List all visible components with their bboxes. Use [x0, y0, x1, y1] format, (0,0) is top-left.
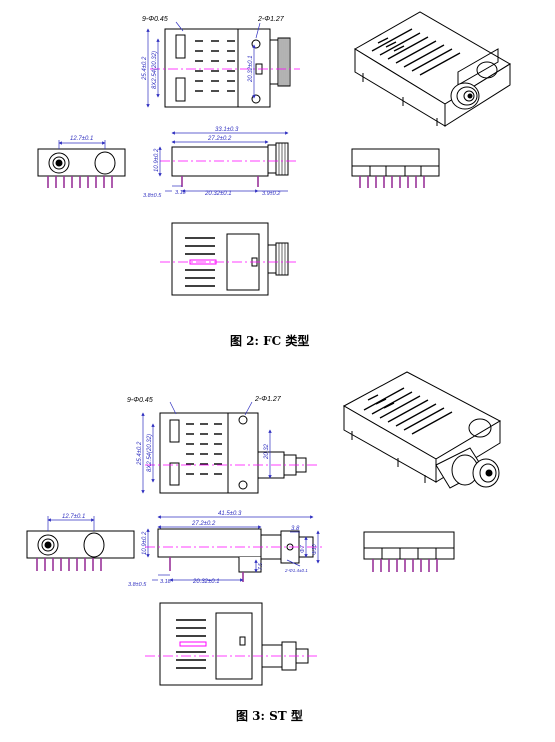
st-side-view	[145, 515, 325, 582]
fc-side-body: 27.2±0.2	[207, 136, 232, 142]
st-side-pin-off: 3.8±0.5	[128, 582, 147, 588]
st-top-dims	[141, 401, 272, 494]
st-rear-view	[363, 531, 455, 572]
fc-side-pin-off: 3.8±0.5	[143, 193, 162, 199]
fc-top-dim-side: 20.32±0.1	[248, 55, 254, 83]
fc-rear-view	[351, 148, 440, 188]
st-top-dim-side: 20.32	[264, 443, 270, 460]
st-side-stub: 7.5	[258, 563, 264, 570]
fc-side-view	[158, 131, 298, 193]
st-holes-label: 9-Φ0.45	[127, 397, 153, 404]
st-top-dim-h2: 8X2.54(20.32)	[147, 434, 153, 472]
st-top-view	[145, 412, 318, 494]
fc-side-height: 10.9±0.2	[154, 148, 160, 172]
st-front-pitch: 12.7±0.1	[62, 514, 85, 520]
fc-top-view	[150, 28, 300, 108]
fc-isometric-view	[354, 11, 511, 127]
fc-bottom-view	[160, 222, 298, 296]
fc-mount-label: 2-Φ1.27	[257, 16, 285, 23]
fc-front-pitch: 12.7±0.1	[70, 136, 93, 142]
fig2-caption: 图 2: FC 类型	[230, 334, 310, 348]
fc-side-pin-span: 20.32±0.1	[204, 191, 232, 197]
st-top-dim-h1: 25.4±0.2	[137, 441, 143, 466]
st-side-d2: Φ10	[312, 543, 318, 555]
fc-top-dims	[146, 21, 261, 108]
fc-side-tail: 3.9±0.2	[262, 191, 280, 197]
st-mount-label: 2-Φ1.27	[254, 396, 282, 403]
st-side-d1: Φ7	[300, 544, 306, 553]
fig3-caption: 图 3: ST 型	[236, 709, 303, 723]
fc-top-dim-h1: 25.4±0.2	[142, 56, 148, 81]
st-front-view	[26, 516, 135, 571]
fc-front-view	[37, 140, 126, 188]
st-side-overall: 41.5±0.3	[218, 511, 242, 517]
st-side-pin-gap: 3.18	[160, 579, 172, 585]
st-bottom-view	[145, 602, 320, 686]
fc-side-pin-gap: 3.18	[175, 190, 187, 196]
fc-top-dim-h2: 8X2.54(20.32)	[152, 51, 158, 89]
st-side-ferrule: 3.8	[291, 526, 300, 532]
st-side-pin-span: 20.32±0.1	[192, 579, 220, 585]
st-side-sm: 2-Φ1.4±0.1	[284, 568, 308, 573]
st-side-body: 27.2±0.2	[191, 521, 216, 527]
fc-holes-label: 9-Φ0.45	[142, 16, 168, 23]
fc-side-overall: 33.1±0.3	[215, 127, 239, 133]
st-side-height: 10.9±0.2	[142, 531, 148, 555]
st-isometric-view	[342, 371, 502, 489]
